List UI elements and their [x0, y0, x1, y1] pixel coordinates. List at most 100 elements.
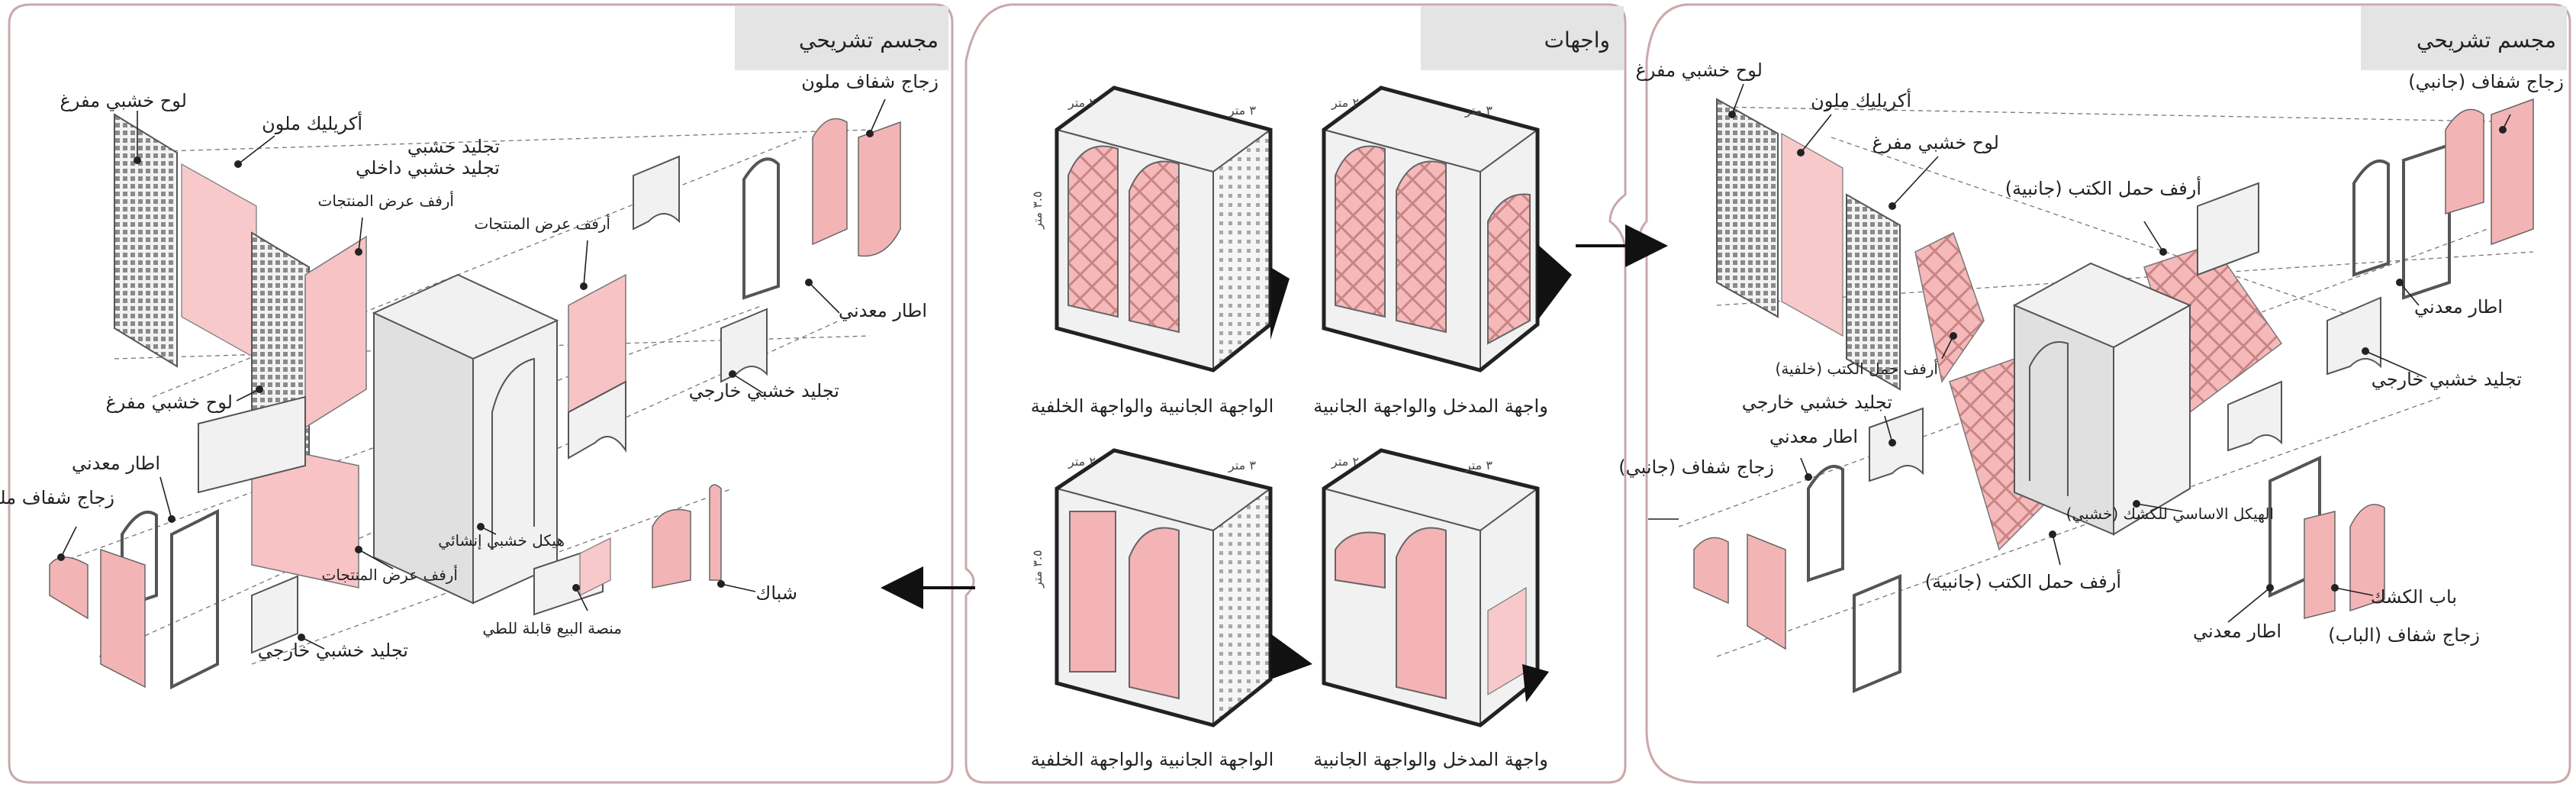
elevation-bottom-left: الواجهة الجانبية والواجهة الخلفية: [1031, 448, 1312, 770]
r-colored-acrylic: [1781, 132, 1843, 337]
label-perforated-wood-bottom: لوح خشبي مفرغ: [105, 392, 233, 413]
label-folding-platform: منصة البيع قابلة للطي: [482, 619, 622, 638]
dim-depth-br: ٢ متر: [1331, 454, 1359, 469]
r-outer-cladding-mid: [2227, 380, 2282, 452]
elev-tr-lattice-1: [1335, 145, 1386, 318]
outer-cladding-arch: [568, 380, 626, 460]
folding-platform-pink: [579, 537, 611, 596]
elev-br-arch: [1396, 527, 1447, 700]
r-label-door-glass: زجاج شفاف (الباب): [2328, 624, 2480, 646]
label-colored-glass: زجاج شفاف ملون: [801, 71, 939, 92]
label-inner-cladding-1: تجليد خشبي: [407, 136, 500, 157]
r-label-outer-cladding-left: تجليد خشبي خارجي: [1742, 392, 1892, 413]
colored-glass: [812, 118, 848, 246]
r-kiosk-right: [2113, 304, 2191, 536]
label-structure: هيكل خشبي إنشائي: [438, 531, 565, 550]
colored-glass-left-2: [100, 548, 146, 689]
elevation-top-right: واجهة المدخل والواجهة الجانبية: [1313, 85, 1572, 417]
structure-left-face: [373, 311, 474, 605]
label-colored-acrylic: أكريليك ملون: [262, 111, 362, 134]
r-label-clear-glass-side-top: زجاج شفاف (جانبي): [2408, 71, 2564, 92]
elevation-top-left: الواجهة الجانبية والواجهة الخلفية: [1031, 85, 1290, 417]
r-label-metal-frame-left: اطار معدني: [1769, 426, 1858, 447]
dim-width-bl: ٣ متر: [1228, 458, 1256, 473]
label-product-shelves-2: أرفف عرض المنتجات: [475, 214, 610, 233]
right-labels: لوح خشبي مفرغ أكريليك ملون لوح خشبي مفرغ…: [1618, 60, 2564, 646]
dim-width-br: ٣ متر: [1464, 458, 1492, 473]
middle-panel-title: واجهات: [1544, 27, 1610, 53]
r-perforated-wood-panel-2: [1846, 193, 1901, 391]
elev-br-window: [1335, 531, 1386, 589]
elevation-bottom-right: واجهة المدخل والواجهة الجانبية: [1313, 448, 1549, 770]
product-shelves: [304, 235, 367, 429]
r-kiosk-door-glass: [2349, 504, 2385, 612]
r-clear-glass-side-left-2: [1747, 533, 1786, 650]
right-title-tab: [2361, 6, 2567, 70]
dim-width-tl: ٣ متر: [1228, 103, 1256, 118]
colored-glass-left: [49, 556, 89, 620]
elev-tl-lattice-1: [1067, 145, 1119, 318]
left-title-tab: [735, 6, 948, 70]
r-label-perforated-wood-top: لوح خشبي مفرغ: [1635, 60, 1763, 81]
left-labels: لوح خشبي مفرغ أكريليك ملون تجليد خشبي تج…: [0, 71, 939, 661]
middle-title-tab: [1421, 6, 1624, 70]
r-outer-cladding-top: [2197, 182, 2259, 276]
label-outer-cladding-right: تجليد خشبي خارجي: [689, 380, 839, 402]
elev-bl-arch: [1129, 527, 1180, 700]
label-outer-cladding-bottom: تجليد خشبي خارجي: [258, 640, 408, 661]
r-metal-frame-bottom: [2268, 455, 2321, 598]
dim-height-tl: ٣.٥ متر: [1030, 191, 1045, 230]
r-book-shelves-back: [1914, 231, 1985, 383]
r-label-perforated-wood-mid: لوح خشبي مفرغ: [1872, 132, 1999, 153]
window-pane-2: [709, 484, 722, 581]
elev-bl-shadow: [1270, 634, 1312, 679]
r-label-kiosk-structure: الهيكل الاساسي للكشك (خشبي): [2066, 505, 2274, 524]
window-pane: [652, 508, 691, 589]
r-outer-cladding-right: [2326, 296, 2381, 376]
label-inner-cladding-2: تجليد خشبي داخلي: [356, 157, 500, 179]
dim-height-bl: ٣.٥ متر: [1030, 550, 1045, 589]
r-label-book-shelves-back: أرفف حمل الكتب (خلفية): [1776, 359, 1938, 378]
structure-right-face: [472, 319, 558, 605]
r-label-book-shelves-side-top: أرفف حمل الكتب (جانبية): [2005, 176, 2201, 199]
r-label-colored-acrylic: أكريليك ملون: [1811, 89, 1911, 111]
label-product-shelves-1: أرفف عرض المنتجات: [318, 191, 454, 210]
label-product-shelves-3: أرفف عرض المنتجات: [322, 565, 458, 584]
r-label-outer-cladding-right: تجليد خشبي خارجي: [2372, 369, 2522, 390]
r-clear-glass-side-left: [1693, 537, 1729, 605]
caption-top-left: الواجهة الجانبية والواجهة الخلفية: [1031, 395, 1274, 417]
r-clear-glass-side-top-2: [2491, 98, 2534, 246]
perforated-wood-panel: [114, 113, 178, 368]
dim-depth-tr: ٢ متر: [1331, 95, 1359, 111]
elev-tr-shadow: [1538, 244, 1572, 321]
r-perforated-wood-panel: [1716, 98, 1779, 318]
colored-glass-2: [858, 121, 901, 257]
r-label-metal-frame-top: اطار معدني: [2414, 296, 2503, 318]
right-panel-title: مجسم تشريحي: [2417, 27, 2556, 53]
label-metal-frame-right: اطار معدني: [839, 300, 927, 321]
elev-tl-lattice-2: [1129, 160, 1180, 334]
label-metal-frame-left: اطار معدني: [72, 453, 160, 474]
metal-frame: [742, 157, 780, 300]
elev-bl-shelves: [1069, 511, 1116, 672]
r-clear-glass-side-top: [2445, 108, 2484, 215]
r-metal-frame-top: [2352, 160, 2390, 277]
dim-depth-tl: ٢ متر: [1067, 95, 1096, 111]
caption-top-right: واجهة المدخل والواجهة الجانبية: [1313, 395, 1548, 417]
r-label-clear-glass-side-left: زجاج شفاف (جانبي): [1618, 456, 1774, 478]
outer-cladding-block: [198, 395, 306, 494]
elev-tr-lattice-2: [1396, 160, 1447, 334]
r-label-metal-frame-bottom: اطار معدني: [2193, 621, 2281, 642]
r-metal-frame-left-2: [1853, 574, 1901, 693]
elev-tr-lattice-3: [1487, 193, 1531, 345]
r-kiosk-door: [2304, 511, 2336, 619]
metal-frame-left-2: [170, 508, 219, 690]
label-perforated-wood-top: لوح خشبي مفرغ: [60, 90, 187, 111]
r-outer-cladding-left: [1869, 407, 1924, 482]
r-label-kiosk-door: باب الكشك: [2371, 586, 2457, 608]
caption-bottom-left: الواجهة الجانبية والواجهة الخلفية: [1031, 749, 1274, 770]
elev-br-shadow: [1522, 664, 1549, 702]
dim-width-tr: ٣ متر: [1464, 103, 1492, 118]
outer-cladding-right: [720, 308, 768, 383]
elev-tl-shadow: [1270, 267, 1290, 340]
